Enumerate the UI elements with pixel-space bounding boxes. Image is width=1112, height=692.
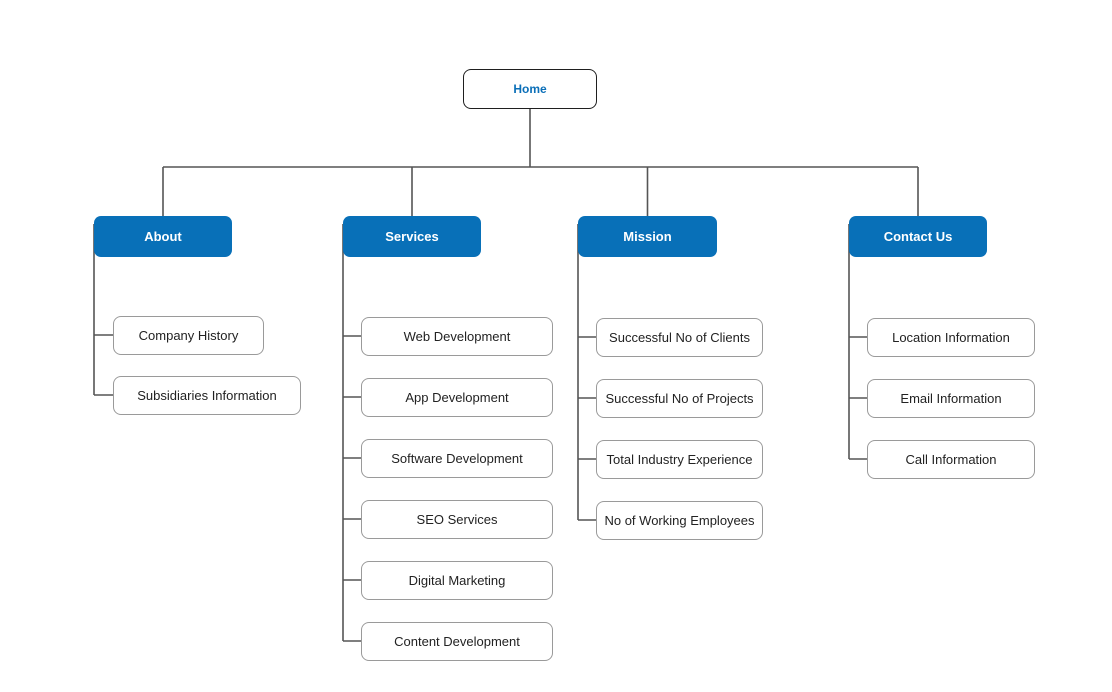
leaf-label: Successful No of Projects	[605, 390, 754, 406]
category-node-mission: Mission	[578, 216, 717, 257]
leaf-label: Call Information	[905, 451, 997, 467]
leaf-label: Total Industry Experience	[606, 451, 753, 467]
category-label: Contact Us	[883, 229, 953, 244]
leaf-node-services: Content Development	[361, 621, 553, 661]
leaf-node-mission: Total Industry Experience	[596, 439, 763, 479]
leaf-node-mission: No of Working Employees	[596, 500, 763, 540]
category-node-about: About	[94, 216, 232, 257]
leaf-label: App Development	[405, 389, 509, 405]
leaf-label: Email Information	[900, 390, 1002, 406]
category-label: Mission	[623, 229, 672, 244]
leaf-node-services: Software Development	[361, 438, 553, 478]
root-node-home: Home	[463, 69, 597, 109]
leaf-node-services: App Development	[361, 377, 553, 417]
leaf-label: SEO Services	[416, 511, 498, 527]
leaf-node-about: Company History	[113, 315, 264, 355]
category-node-services: Services	[343, 216, 481, 257]
leaf-node-services: Digital Marketing	[361, 560, 553, 600]
leaf-label: No of Working Employees	[604, 512, 755, 528]
root-node-label: Home	[513, 82, 547, 96]
leaf-node-contact-us: Location Information	[867, 317, 1035, 357]
category-label: About	[144, 229, 182, 244]
leaf-node-contact-us: Call Information	[867, 439, 1035, 479]
leaf-node-services: SEO Services	[361, 499, 553, 539]
leaf-label: Subsidiaries Information	[137, 387, 277, 403]
leaf-label: Company History	[138, 327, 239, 343]
leaf-node-mission: Successful No of Projects	[596, 378, 763, 418]
leaf-label: Web Development	[403, 328, 511, 344]
leaf-label: Digital Marketing	[408, 572, 506, 588]
leaf-node-contact-us: Email Information	[867, 378, 1035, 418]
category-node-contact-us: Contact Us	[849, 216, 987, 257]
leaf-label: Location Information	[892, 329, 1010, 345]
leaf-label: Content Development	[394, 633, 520, 649]
leaf-node-mission: Successful No of Clients	[596, 317, 763, 357]
leaf-node-services: Web Development	[361, 316, 553, 356]
leaf-label: Successful No of Clients	[609, 329, 750, 345]
leaf-label: Software Development	[391, 450, 523, 466]
leaf-node-about: Subsidiaries Information	[113, 375, 301, 415]
category-label: Services	[385, 229, 439, 244]
